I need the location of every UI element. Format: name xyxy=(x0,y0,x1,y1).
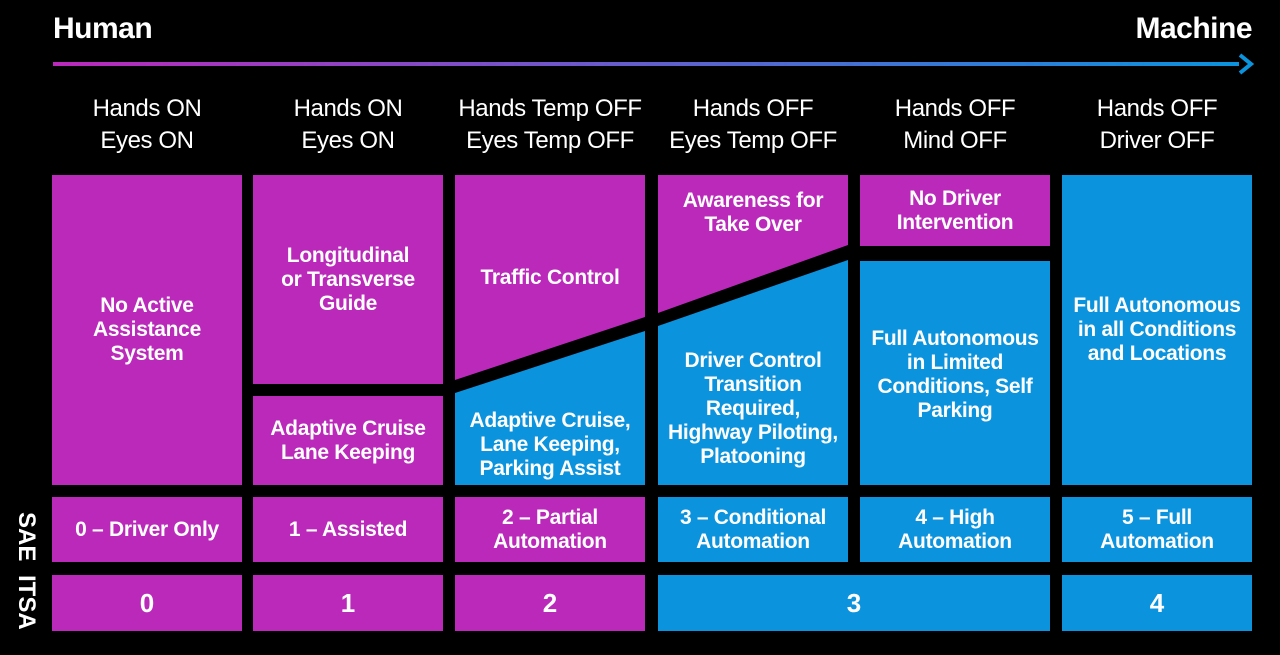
itsa-cell-4 xyxy=(1062,575,1252,631)
sae-level-3: 3 – Conditional Automation xyxy=(679,505,826,553)
itsa-level-0: 0 xyxy=(139,587,155,618)
col4-top-block xyxy=(860,175,1050,246)
col3-bottom-label: Driver Control Transition Required, High… xyxy=(668,349,838,468)
col5-block xyxy=(1062,175,1252,485)
col2-bottom-block xyxy=(455,331,645,485)
col0-label: No Active Assistance System xyxy=(93,294,201,365)
column-heading-line: Driver OFF xyxy=(1099,127,1215,154)
col4-bottom-block xyxy=(860,261,1050,485)
col3-bottom-block xyxy=(658,260,848,485)
column-heading-line: Hands OFF xyxy=(894,95,1016,122)
col3-top-block xyxy=(658,175,848,313)
sae-level-5: 5 – Full Automation xyxy=(1100,505,1214,553)
col0-block xyxy=(52,175,242,485)
column-heading-line: Hands Temp OFF xyxy=(458,95,642,122)
column-heading-line: Hands ON xyxy=(293,95,403,122)
sae-row-label: SAE xyxy=(13,512,40,562)
column-heading-0: Hands ON Eyes ON xyxy=(42,92,252,158)
column-heading-line: Eyes ON xyxy=(100,127,194,154)
sae-cell-2 xyxy=(455,497,645,562)
column-heading-2: Hands Temp OFF Eyes Temp OFF xyxy=(445,92,655,158)
column-heading-3: Hands OFF Eyes Temp OFF xyxy=(648,92,858,158)
column-heading-line: Hands ON xyxy=(92,95,202,122)
col4-top-label: No Driver Intervention xyxy=(896,187,1014,234)
column-heading-line: Hands OFF xyxy=(692,95,814,122)
column-heading-4: Hands OFF Mind OFF xyxy=(850,92,1060,158)
column-heading-1: Hands ON Eyes ON xyxy=(243,92,453,158)
sae-cell-4 xyxy=(860,497,1050,562)
col4-bottom-label: Full Autonomous in Limited Conditions, S… xyxy=(871,327,1039,422)
sae-cell-1 xyxy=(253,497,443,562)
col2-top-label: Traffic Control xyxy=(480,265,620,289)
itsa-level-4: 4 xyxy=(1149,587,1165,618)
itsa-row-label: ITSA xyxy=(13,575,40,630)
column-heading-line: Eyes Temp OFF xyxy=(669,127,837,154)
sae-level-0: 0 – Driver Only xyxy=(75,517,219,541)
sae-cell-5 xyxy=(1062,497,1252,562)
machine-label: Machine xyxy=(1135,12,1252,45)
itsa-cell-2 xyxy=(455,575,645,631)
human-label: Human xyxy=(53,12,153,45)
sae-level-2: 2 – Partial Automation xyxy=(493,505,607,553)
itsa-level-1: 1 xyxy=(340,587,356,618)
human-machine-arrow-shaft xyxy=(53,62,1239,66)
col1-bottom-label: Adaptive Cruise Lane Keeping xyxy=(270,416,426,464)
col1-top-block xyxy=(253,175,443,384)
col2-bottom-label: Adaptive Cruise, Lane Keeping, Parking A… xyxy=(469,409,631,480)
column-heading-line: Mind OFF xyxy=(903,127,1007,154)
sae-cell-0 xyxy=(52,497,242,562)
col3-top-label: Awareness for Take Over xyxy=(682,189,824,236)
sae-cell-3 xyxy=(658,497,848,562)
human-machine-arrow-head xyxy=(1238,53,1255,75)
col5-label: Full Autonomous in all Conditions and Lo… xyxy=(1073,294,1241,365)
col2-top-block xyxy=(455,175,645,380)
itsa-level-2: 2 xyxy=(542,587,558,618)
col1-top-label: Longitudinal or Transverse Guide xyxy=(281,244,415,315)
sae-level-4: 4 – High Automation xyxy=(898,505,1012,553)
itsa-cell-1 xyxy=(253,575,443,631)
itsa-cell-0 xyxy=(52,575,242,631)
col1-bottom-block xyxy=(253,396,443,485)
itsa-level-3: 3 xyxy=(846,587,862,618)
column-heading-line: Hands OFF xyxy=(1096,95,1218,122)
sae-level-1: 1 – Assisted xyxy=(288,517,408,541)
itsa-cell-3 xyxy=(658,575,1050,631)
column-heading-line: Eyes Temp OFF xyxy=(466,127,634,154)
column-heading-line: Eyes ON xyxy=(301,127,395,154)
column-heading-5: Hands OFF Driver OFF xyxy=(1052,92,1262,158)
